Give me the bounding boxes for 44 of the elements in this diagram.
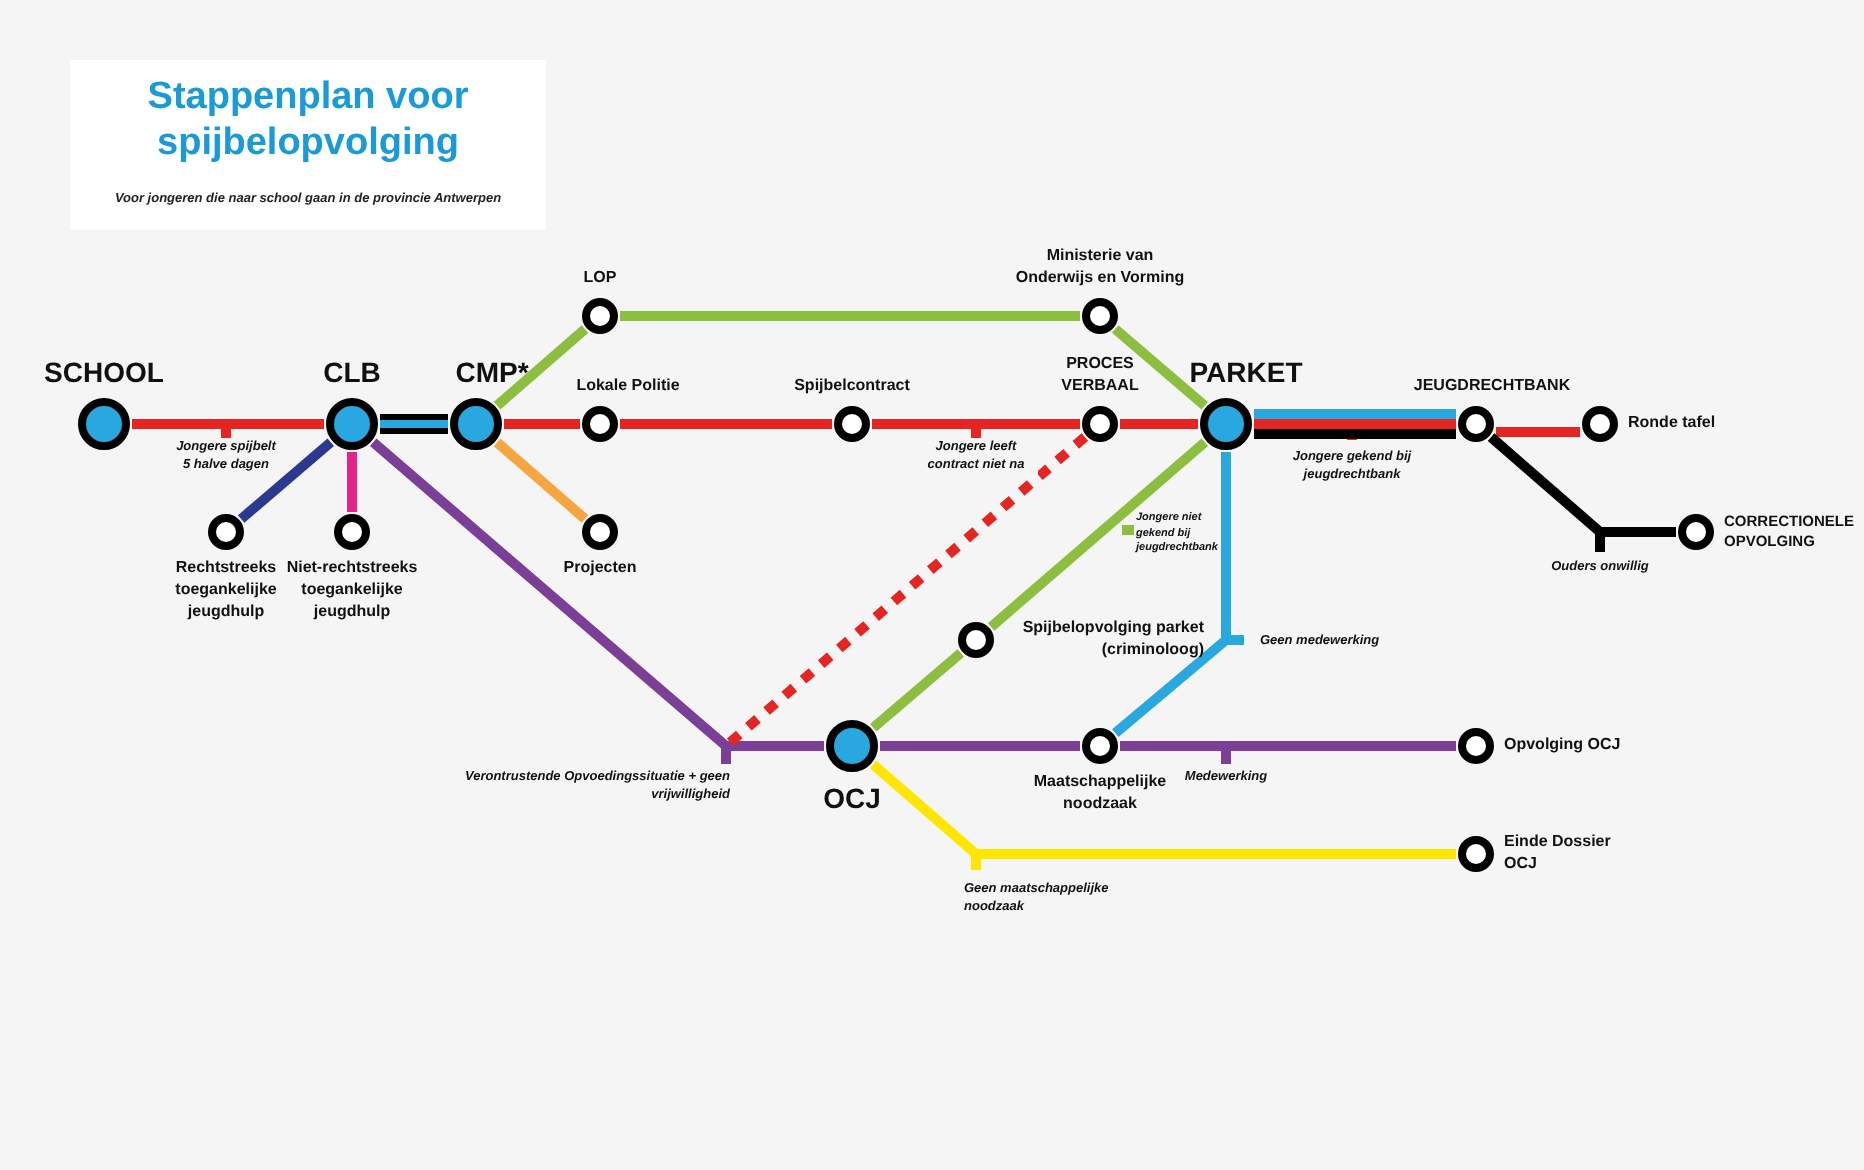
metro-line — [1111, 325, 1208, 410]
metro-line — [1120, 419, 1198, 429]
station-label: Maatschappelijke noodzaak — [1031, 772, 1169, 816]
metro-line — [880, 741, 1080, 751]
metro-line — [1120, 741, 1456, 751]
metro-line — [132, 419, 324, 429]
metro-line — [1254, 409, 1456, 419]
metro-line — [493, 325, 589, 410]
metro-line — [1254, 419, 1456, 429]
metro-line — [620, 419, 832, 429]
station-label: SCHOOL — [42, 358, 166, 386]
station-label: Einde Dossier OCJ — [1504, 832, 1613, 876]
station-label: Spijbelopvolging parket (criminoloog) — [1020, 618, 1204, 662]
station-label: OCJ — [821, 784, 883, 812]
station-label: CLB — [321, 358, 383, 386]
station-label: Niet-rechtstreeks toegankelijke jeugdhulp — [284, 558, 420, 623]
metro-line — [380, 414, 448, 434]
dashed-line — [722, 433, 1089, 750]
metro-line — [1487, 433, 1676, 537]
metro-line — [1112, 452, 1231, 737]
title: Stappenplan voor spijbelopvolging — [145, 76, 471, 168]
station-label: Projecten — [561, 558, 639, 580]
metro-line — [493, 438, 589, 523]
station-label: Spijbelcontract — [792, 376, 912, 398]
metro-line — [369, 438, 824, 751]
station-label: JEUGDRECHTBANK — [1411, 376, 1573, 398]
metro-line — [347, 452, 357, 512]
station-label: PROCES VERBAAL — [1059, 354, 1141, 398]
metro-line — [870, 649, 965, 732]
metro-line — [987, 438, 1209, 631]
metro-line — [504, 419, 580, 429]
station-label: CMP* — [453, 358, 531, 386]
metro-line — [869, 760, 1456, 859]
metro-line — [1254, 429, 1456, 439]
metro-line — [1496, 427, 1580, 437]
station-label: LOP — [581, 268, 619, 290]
metro-line — [620, 311, 1080, 321]
station-label: Opvolging OCJ — [1504, 735, 1623, 757]
station-label: PARKET — [1187, 358, 1305, 386]
station-label: Ministerie van Onderwijs en Vorming — [1013, 246, 1187, 290]
station-label: Ronde tafel — [1628, 413, 1718, 435]
station-label: Lokale Politie — [574, 376, 682, 398]
metro-line — [872, 419, 1080, 429]
metro-line — [237, 438, 334, 523]
